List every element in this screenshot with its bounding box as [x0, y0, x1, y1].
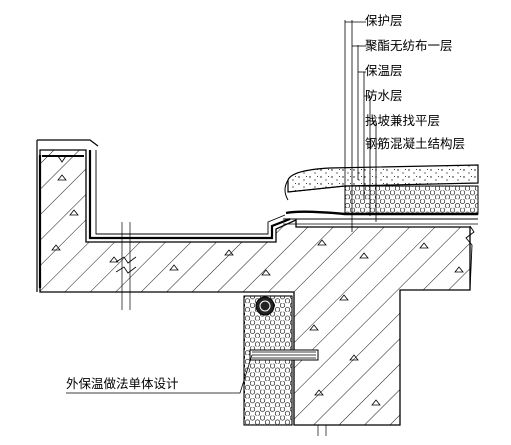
protective-layer — [287, 164, 479, 193]
concrete-aggregate — [51, 174, 464, 406]
waterproof-membrane — [38, 150, 291, 288]
label-concrete-structure-layer: 钢筋混凝土结构层 — [365, 136, 466, 151]
concrete-structure — [39, 149, 471, 426]
label-geotextile-layer: 聚酯无纺布一层 — [365, 38, 453, 53]
right-break-line — [465, 225, 475, 291]
label-waterproof-layer: 防水层 — [365, 88, 403, 103]
roof-insulation-layer — [344, 185, 479, 215]
centerline-right — [317, 425, 327, 436]
callout-leader — [66, 354, 253, 394]
parapet-top-edge — [37, 139, 99, 147]
anchor-bolt — [249, 349, 319, 361]
centerline-left — [121, 222, 131, 310]
label-slope-screed-layer: 找坡兼找平层 — [365, 113, 441, 128]
layer-leader-lines — [344, 20, 382, 232]
label-external-insulation-callout: 外保温做法单体设计 — [66, 376, 179, 391]
label-protective-layer: 保护层 — [365, 13, 403, 28]
sealant-backer-rod — [255, 296, 275, 316]
label-insulation-layer: 保温层 — [365, 63, 403, 78]
